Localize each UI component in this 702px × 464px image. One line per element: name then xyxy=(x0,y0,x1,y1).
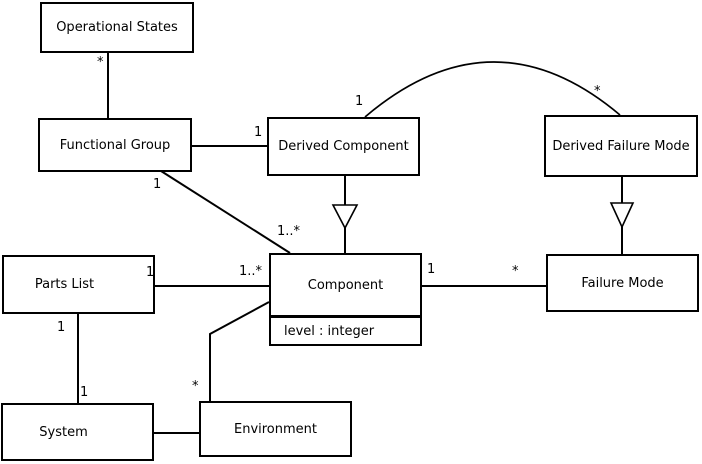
class-name: Failure Mode xyxy=(581,275,664,291)
multiplicity-label: 1 xyxy=(427,262,436,277)
class-box-environment: Environment xyxy=(199,401,352,457)
generalization-arrowhead-icon xyxy=(331,204,359,230)
class-name: Parts List xyxy=(34,277,95,292)
generalization-arrowhead-icon xyxy=(609,202,635,229)
class-box-operational-states: Operational States xyxy=(40,2,194,53)
multiplicity-label: * xyxy=(97,55,104,70)
class-name: Component xyxy=(307,277,384,293)
multiplicity-label: 1 xyxy=(153,177,162,192)
multiplicity-label: 1 xyxy=(57,320,66,335)
multiplicity-label: 1..* xyxy=(239,264,263,279)
multiplicity-label: 1 xyxy=(355,94,364,109)
class-name: System xyxy=(39,424,88,440)
class-box-parts-list: Parts List xyxy=(2,255,155,314)
class-name-compartment: Component xyxy=(271,255,420,318)
class-name: Operational States xyxy=(56,20,178,35)
multiplicity-label: * xyxy=(192,379,199,394)
class-box-component: Component level : integer xyxy=(269,253,422,346)
multiplicity-label: 1..* xyxy=(277,224,301,239)
connector-derivedcomponent-derivedfailuremode xyxy=(364,61,621,118)
class-name: Derived Failure Mode xyxy=(552,138,690,154)
connector-functionalgroup-component xyxy=(160,170,291,254)
class-box-derived-failure-mode: Derived Failure Mode xyxy=(544,115,698,177)
multiplicity-label: 1 xyxy=(254,125,263,140)
class-box-derived-component: Derived Component xyxy=(267,117,420,176)
multiplicity-label: * xyxy=(594,84,601,99)
class-name: Functional Group xyxy=(59,137,171,153)
class-name: Environment xyxy=(233,421,317,437)
class-attribute-compartment: level : integer xyxy=(271,318,420,344)
class-name: Derived Component xyxy=(278,139,409,154)
class-box-system: System xyxy=(1,403,154,461)
connector-environment-component xyxy=(209,301,270,401)
class-box-functional-group: Functional Group xyxy=(38,118,192,172)
multiplicity-label: 1 xyxy=(146,265,155,280)
multiplicity-label: 1 xyxy=(80,385,89,400)
class-box-failure-mode: Failure Mode xyxy=(546,254,699,312)
class-attribute: level : integer xyxy=(284,323,375,339)
multiplicity-label: * xyxy=(512,264,519,279)
